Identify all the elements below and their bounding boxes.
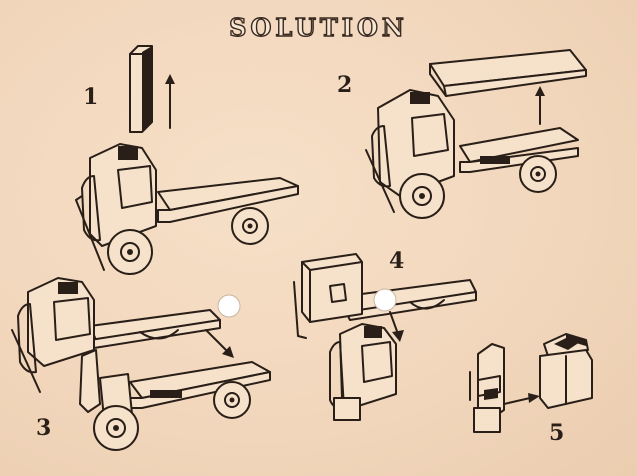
punch-hole-right (373, 288, 397, 312)
step-2-platform (429, 49, 587, 97)
step-3-upper-assembly (11, 277, 221, 393)
step-5-arrow (503, 393, 540, 405)
step-5-number: 5 (549, 420, 565, 446)
step-3-arrow (205, 329, 234, 358)
step-3-number: 3 (36, 415, 52, 441)
step-2-number: 2 (337, 72, 353, 98)
step-1-number: 1 (83, 84, 99, 110)
step-5-left-piece (469, 343, 505, 433)
step-4-arrow (389, 311, 404, 342)
solution-title: SOLUTION (228, 12, 408, 42)
step-4-cab-piece (329, 323, 397, 421)
punch-hole-left (217, 294, 241, 318)
step-4-upper-assembly (293, 253, 477, 339)
step-1-block (129, 45, 153, 133)
step-3-lower-truck (79, 349, 271, 451)
step-1-up-arrow (165, 74, 175, 129)
step-2-up-arrow (535, 86, 545, 125)
step-5-right-piece (539, 333, 593, 409)
step-1-truck (75, 143, 299, 275)
step-4-number: 4 (389, 248, 405, 274)
step-2-truck (365, 89, 579, 219)
